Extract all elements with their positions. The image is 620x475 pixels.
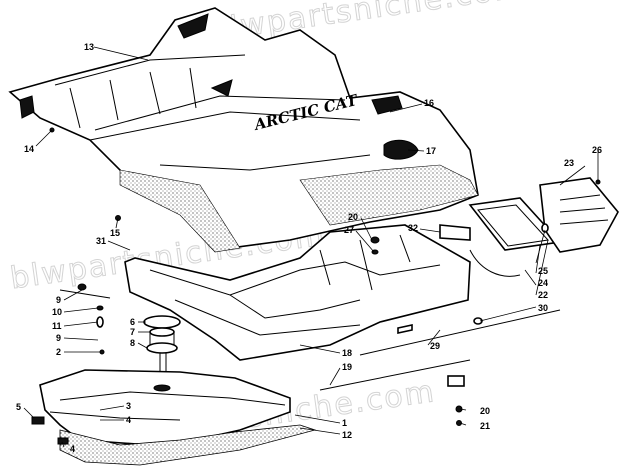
fuel-sender bbox=[143, 315, 181, 385]
callout-4-upper: 4 bbox=[126, 415, 131, 425]
callout-1: 1 bbox=[342, 418, 347, 428]
callout-17: 17 bbox=[426, 146, 436, 156]
callout-31: 31 bbox=[96, 236, 106, 246]
callout-8: 8 bbox=[130, 338, 135, 348]
leader-lines bbox=[23, 46, 599, 448]
callout-22: 22 bbox=[538, 290, 548, 300]
callout-26: 26 bbox=[592, 145, 602, 155]
fuel-tank bbox=[39, 369, 291, 446]
callout-19: 19 bbox=[342, 362, 352, 372]
callout-9-lower: 9 bbox=[56, 333, 61, 343]
callout-15: 15 bbox=[110, 228, 120, 238]
callout-4-lower: 4 bbox=[70, 444, 75, 454]
callout-24: 24 bbox=[538, 278, 548, 288]
callout-16: 16 bbox=[424, 98, 434, 108]
callout-32: 32 bbox=[408, 223, 418, 233]
callout-12: 12 bbox=[342, 430, 352, 440]
callout-20-upper: 20 bbox=[348, 212, 358, 222]
callout-25: 25 bbox=[538, 266, 548, 276]
callout-6: 6 bbox=[130, 317, 135, 327]
callout-18: 18 bbox=[342, 348, 352, 358]
callout-30: 30 bbox=[538, 303, 548, 313]
callout-14: 14 bbox=[24, 144, 34, 154]
callout-23: 23 bbox=[564, 158, 574, 168]
callout-20-lower: 20 bbox=[480, 406, 490, 416]
callout-27: 27 bbox=[344, 225, 354, 235]
callout-2: 2 bbox=[56, 347, 61, 357]
callout-5: 5 bbox=[16, 402, 21, 412]
callout-numbers: 13 14 15 16 17 31 20 27 32 26 23 25 24 2… bbox=[16, 42, 602, 454]
callout-3: 3 bbox=[126, 401, 131, 411]
callout-21: 21 bbox=[480, 421, 490, 431]
callout-13: 13 bbox=[84, 42, 94, 52]
bracket-part bbox=[439, 224, 471, 241]
taillight-assembly bbox=[468, 177, 619, 277]
callout-11: 11 bbox=[52, 321, 62, 331]
callout-29: 29 bbox=[430, 341, 440, 351]
belly-pan bbox=[124, 224, 471, 361]
callout-7: 7 bbox=[130, 327, 135, 337]
callout-10: 10 bbox=[52, 307, 62, 317]
hood-assembly: ARCTIC CAT bbox=[8, 7, 479, 253]
callout-9-upper: 9 bbox=[56, 295, 61, 305]
